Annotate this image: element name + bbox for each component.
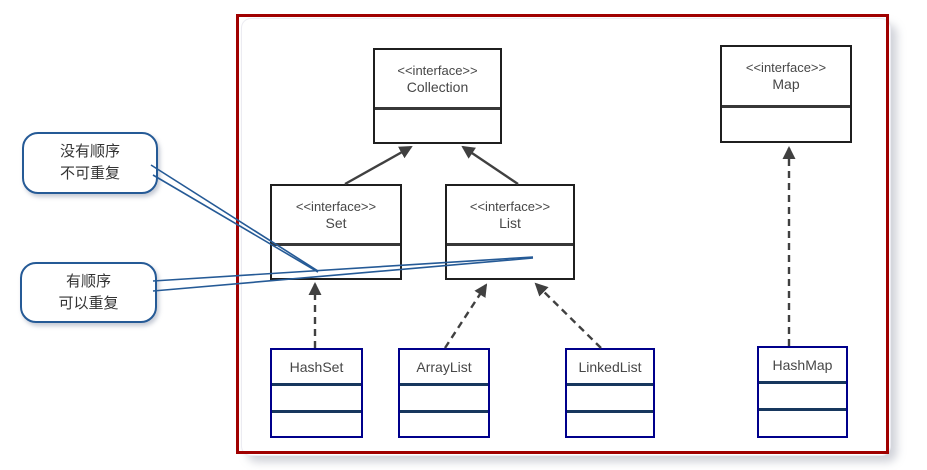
interface-name: List [499,214,521,231]
callout-set-note: 没有顺序 不可重复 [22,132,158,194]
name-compartment: <<interface>> Collection [375,50,500,110]
stereotype-label: <<interface>> [295,198,377,214]
empty-compartment [375,110,500,142]
class-box-hashset: HashSet [270,348,363,438]
empty-compartment [272,246,400,278]
empty-compartment [447,246,573,278]
methods-compartment [567,410,653,436]
callout-text-line: 没有顺序 [59,143,120,160]
attributes-compartment [567,383,653,410]
stereotype-label: <<interface>> [469,198,551,214]
class-name: ArrayList [416,358,472,375]
attributes-compartment [400,383,488,410]
methods-compartment [400,410,488,436]
interface-box-collection: <<interface>> Collection [373,48,502,144]
methods-compartment [759,408,846,436]
methods-compartment [272,410,361,436]
callout-text-line: 有顺序 [65,272,111,290]
class-name: HashMap [772,356,833,373]
name-compartment: <<interface>> Map [722,47,850,108]
interface-name: Set [325,214,347,231]
callout-text-line: 可以重复 [58,294,119,312]
interface-name: Collection [406,78,469,95]
attributes-compartment [272,383,361,410]
callout-list-note: 有顺序 可以重复 [20,262,157,323]
callout-text-line: 不可重复 [59,165,120,182]
attributes-compartment [759,381,846,408]
stereotype-label: <<interface>> [397,62,478,78]
class-box-linkedlist: LinkedList [565,348,655,438]
interface-box-list: <<interface>> List [445,184,575,280]
class-box-hashmap: HashMap [757,346,848,438]
class-name: HashSet [289,358,344,375]
interface-box-set: <<interface>> Set [270,184,402,280]
name-compartment: <<interface>> Set [272,186,400,246]
class-box-arraylist: ArrayList [398,348,490,438]
interface-box-map: <<interface>> Map [720,45,852,143]
interface-name: Map [772,76,800,92]
empty-compartment [722,108,850,141]
class-name: LinkedList [578,358,642,375]
name-compartment: <<interface>> List [447,186,573,246]
stereotype-label: <<interface>> [745,60,827,75]
